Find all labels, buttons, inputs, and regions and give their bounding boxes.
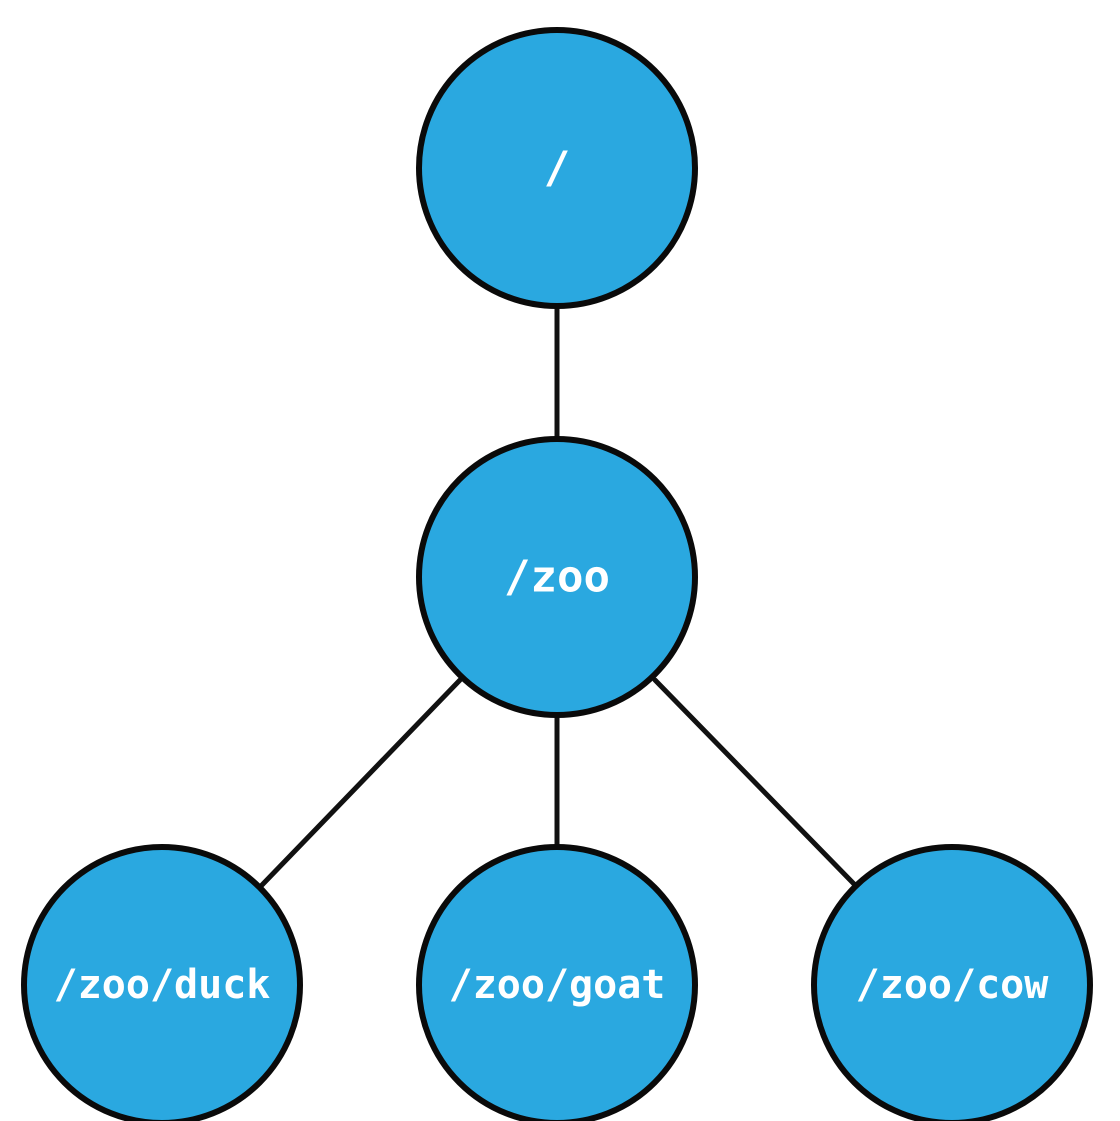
edges-layer: [259, 305, 858, 888]
node-zoo-cow-label: /zoo/cow: [856, 962, 1050, 1008]
nodes-layer: / /zoo /zoo/duck /zoo/goat /zoo/cow: [21, 27, 1093, 1121]
node-root-circle: [416, 27, 698, 309]
node-zoo-circle: [416, 436, 698, 718]
edge-zoo-duck: [259, 677, 463, 888]
node-zoo-goat-label: /zoo/goat: [449, 962, 666, 1008]
node-zoo-duck-circle: [21, 844, 303, 1121]
node-zoo-goat[interactable]: /zoo/goat: [416, 844, 698, 1121]
node-zoo-cow[interactable]: /zoo/cow: [811, 844, 1093, 1121]
edge-zoo-cow: [652, 677, 858, 888]
node-zoo-label: /zoo: [504, 552, 610, 603]
node-zoo[interactable]: /zoo: [416, 436, 698, 718]
node-zoo-goat-circle: [416, 844, 698, 1121]
node-root[interactable]: /: [416, 27, 698, 309]
node-root-label: /: [544, 143, 571, 194]
node-zoo-duck[interactable]: /zoo/duck: [21, 844, 303, 1121]
node-zoo-duck-label: /zoo/duck: [54, 962, 271, 1008]
node-zoo-cow-circle: [811, 844, 1093, 1121]
